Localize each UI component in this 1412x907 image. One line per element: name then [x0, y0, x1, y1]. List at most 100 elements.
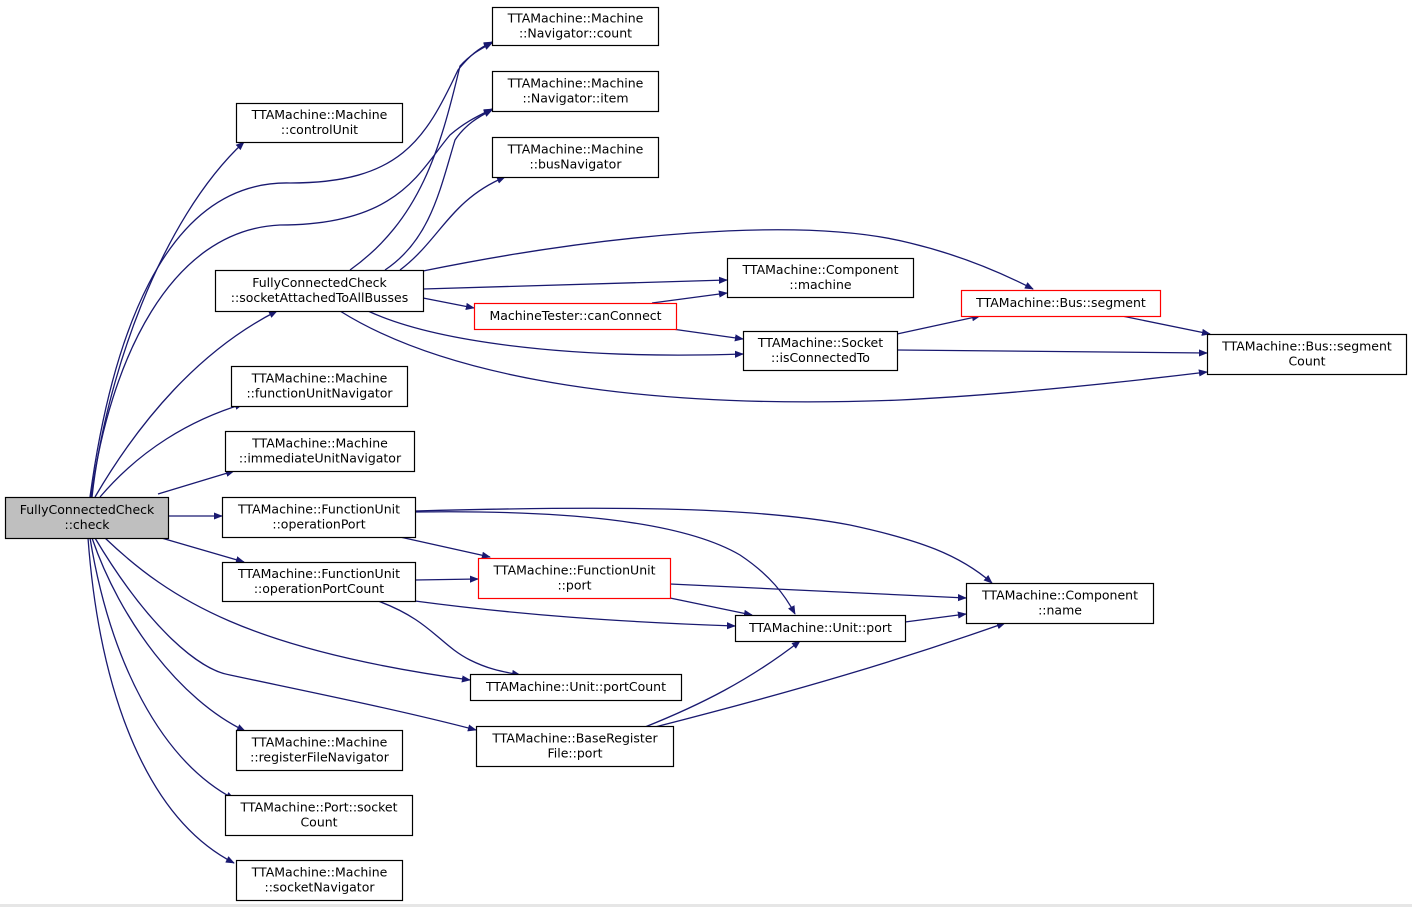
node-box [221, 496, 417, 539]
node-comp-machine[interactable]: TTAMachine::Component::machine [726, 257, 915, 299]
node-label: TTAMachine::Machine [507, 76, 644, 91]
node-label: TTAMachine::Socket [757, 335, 883, 350]
node-socket-attached[interactable]: FullyConnectedCheck::socketAttachedToAll… [214, 269, 425, 313]
node-label: ::port [557, 578, 591, 593]
node-fu-nav[interactable]: TTAMachine::Machine::functionUnitNavigat… [230, 365, 409, 408]
node-control-unit[interactable]: TTAMachine::Machine::controlUnit [235, 102, 404, 144]
node-label: TTAMachine::Machine [507, 11, 644, 26]
edge-check-to-baseregisterfile-port [94, 537, 477, 732]
node-label: FullyConnectedCheck [20, 502, 155, 517]
node-label: ::name [1038, 603, 1082, 618]
node-fu-op-port[interactable]: TTAMachine::FunctionUnit::operationPort [221, 496, 417, 539]
node-label: ::machine [789, 277, 851, 292]
node-label: ::Navigator::count [519, 26, 632, 41]
node-label: TTAMachine::FunctionUnit [237, 566, 400, 581]
node-nav-item[interactable]: TTAMachine::Machine::Navigator::item [491, 70, 660, 113]
edge-bus-segment-to-segmentcount [1121, 315, 1211, 336]
node-box [960, 289, 1162, 318]
node-box [734, 614, 907, 643]
node-unit-port-count[interactable]: TTAMachine::Unit::portCount [469, 673, 683, 702]
call-graph-nodes: FullyConnectedCheck::checkTTAMachine::Ma… [4, 6, 1408, 902]
edge-check-to-operationportcount [157, 536, 245, 564]
node-label: File::port [548, 746, 603, 761]
node-label: ::operationPort [272, 517, 365, 532]
edge-socketattached-to-socket-isconnectedto [367, 310, 744, 358]
node-box [214, 269, 425, 313]
node-label: TTAMachine::Machine [251, 865, 388, 880]
node-bus-nav[interactable]: TTAMachine::Machine::busNavigator [491, 136, 660, 179]
node-label: TTAMachine::Machine [507, 142, 644, 157]
node-label: TTAMachine::Machine [251, 735, 388, 750]
edge-socketattached-to-navigator-item [384, 109, 493, 271]
node-label: TTAMachine::Unit::port [748, 620, 892, 635]
node-label: ::socketNavigator [264, 880, 375, 895]
node-can-connect[interactable]: MachineTester::canConnect [473, 302, 678, 331]
edge-check-to-controlunit [91, 141, 245, 498]
node-label: FullyConnectedCheck [252, 275, 387, 290]
edge-operationportcount-to-functionunit-port [414, 575, 479, 583]
node-label: ::socketAttachedToAllBusses [231, 290, 408, 305]
node-label: ::immediateUnitNavigator [239, 451, 402, 466]
node-label: ::operationPortCount [254, 581, 384, 596]
node-box [473, 302, 678, 331]
node-fu-op-port-count[interactable]: TTAMachine::FunctionUnit::operationPortC… [221, 561, 417, 603]
edge-socketattached-to-bus-segment [422, 229, 1034, 290]
node-box [1206, 333, 1408, 376]
node-socket-connected[interactable]: TTAMachine::Socket::isConnectedTo [742, 330, 899, 372]
edge-check-to-immediateunitnavigator [157, 469, 235, 495]
node-box [491, 6, 660, 47]
node-label: TTAMachine::Unit::portCount [485, 679, 666, 694]
edge-unit-port-to-component-name [904, 611, 967, 623]
node-label: Count [300, 815, 337, 830]
edge-socketattached-to-busnavigator [399, 176, 506, 271]
node-label: ::check [64, 517, 110, 532]
node-label: ::functionUnitNavigator [246, 386, 393, 401]
node-label: TTAMachine::FunctionUnit [237, 502, 400, 517]
edge-operationportcount-to-unit-port [414, 600, 736, 630]
node-label: Count [1288, 354, 1325, 369]
edge-socketattached-to-canconnect [422, 297, 475, 310]
edge-isconnectedto-to-bus-segmentcount [896, 349, 1208, 357]
node-root[interactable]: FullyConnectedCheck::check [4, 496, 170, 540]
node-label: ::isConnectedTo [771, 350, 870, 365]
node-rf-nav[interactable]: TTAMachine::Machine::registerFileNavigat… [235, 729, 404, 772]
node-nav-count[interactable]: TTAMachine::Machine::Navigator::count [491, 6, 660, 47]
node-label: ::busNavigator [530, 157, 623, 172]
node-box [477, 557, 672, 600]
edge-baseregisterfile-port-to-component-name [654, 622, 1006, 728]
node-label: MachineTester::canConnect [489, 308, 661, 323]
node-box [491, 136, 660, 179]
edge-check-to-functionunitnavigator [99, 402, 244, 498]
node-fu-port[interactable]: TTAMachine::FunctionUnit::port [477, 557, 672, 600]
node-comp-name[interactable]: TTAMachine::Component::name [965, 582, 1155, 625]
node-box [235, 102, 404, 144]
node-label: TTAMachine::Bus::segment [1221, 339, 1392, 354]
node-label: TTAMachine::FunctionUnit [493, 563, 656, 578]
node-iu-nav[interactable]: TTAMachine::Machine::immediateUnitNaviga… [224, 430, 416, 473]
node-socket-nav[interactable]: TTAMachine::Machine::socketNavigator [235, 859, 404, 902]
node-label: TTAMachine::Machine [251, 371, 388, 386]
node-label: TTAMachine::Machine [251, 436, 388, 451]
edge-operationportcount-to-unit-portcount [377, 600, 521, 677]
node-label: ::registerFileNavigator [250, 750, 390, 765]
node-box [742, 330, 899, 372]
node-box [235, 729, 404, 772]
edge-baseregisterfile-port-to-unit-port [644, 640, 801, 728]
node-box [4, 496, 170, 540]
node-box [965, 582, 1155, 625]
node-unit-port[interactable]: TTAMachine::Unit::port [734, 614, 907, 643]
edge-check-to-socketnavigator [87, 537, 235, 864]
node-box [726, 257, 915, 299]
node-box [235, 859, 404, 902]
node-box [224, 430, 416, 473]
edge-socketattached-to-component-machine [422, 276, 728, 290]
node-bus-segment[interactable]: TTAMachine::Bus::segment [960, 289, 1162, 318]
edge-check-to-unit-portcount [104, 537, 471, 683]
edge-operationport-to-component-name [414, 507, 993, 584]
node-label: TTAMachine::Machine [251, 107, 388, 122]
edge-check-to-registerfilenavigator [91, 537, 246, 732]
